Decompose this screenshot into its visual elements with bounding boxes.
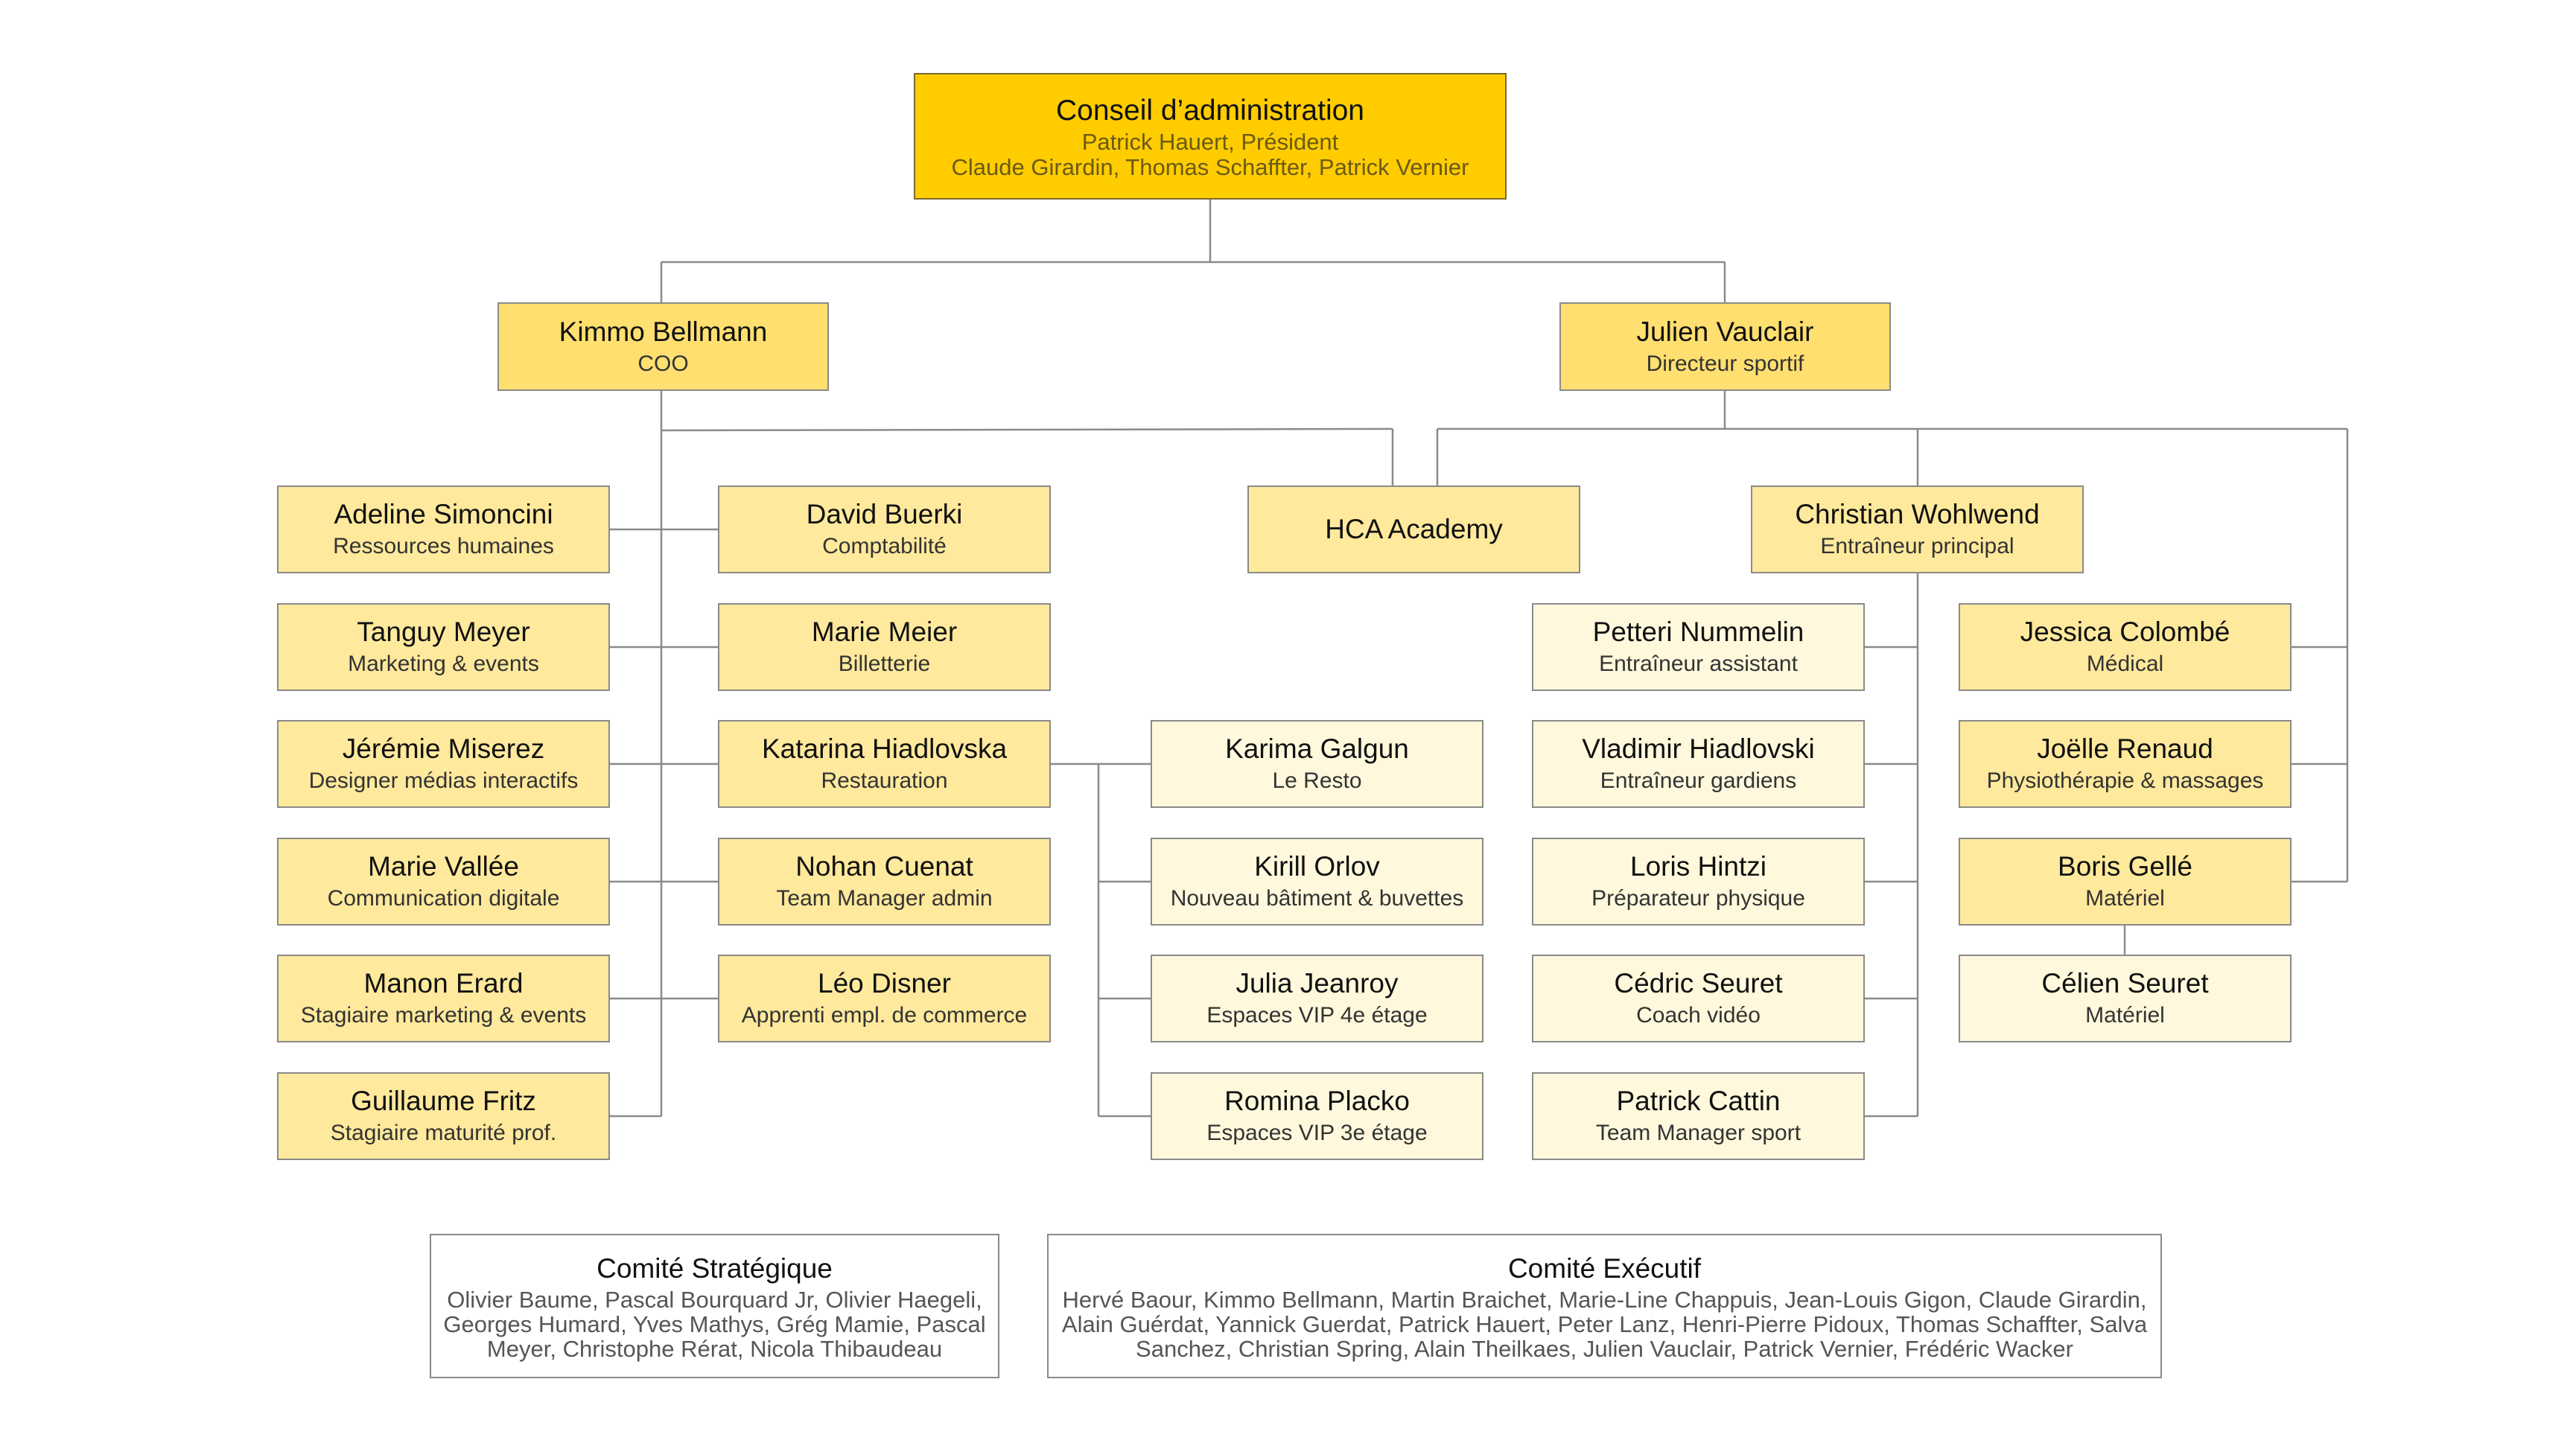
node-name: Kimmo Bellmann: [559, 316, 768, 347]
node-role: Ressources humaines: [333, 534, 554, 558]
node-role: Directeur sportif: [1646, 351, 1804, 376]
node-name: Katarina Hiadlovska: [761, 733, 1008, 764]
node-name: Comité Exécutif: [1507, 1252, 1702, 1284]
node-name: Célien Seuret: [2041, 968, 2209, 999]
node-role: Matériel: [2085, 1003, 2165, 1028]
node-name: Vladimir Hiadlovski: [1582, 733, 1815, 764]
node-role: Claude Girardin, Thomas Schaffter, Patri…: [951, 154, 1469, 180]
node-name: Boris Gellé: [2058, 851, 2192, 882]
node-role: Coach vidéo: [1636, 1003, 1761, 1028]
node-name: Manon Erard: [363, 968, 524, 999]
node-role: Team Manager admin: [776, 886, 993, 911]
node-role: Apprenti empl. de commerce: [741, 1003, 1028, 1028]
node-role: Comptabilité: [822, 534, 947, 558]
node-role: Entraîneur assistant: [1599, 652, 1798, 676]
node-name: Kirill Orlov: [1254, 851, 1380, 882]
node-name: Comité Stratégique: [597, 1252, 833, 1284]
node-name: Petteri Nummelin: [1592, 617, 1804, 647]
node-role: Stagiaire maturité prof.: [330, 1121, 557, 1145]
node-name: Patrick Cattin: [1616, 1086, 1781, 1116]
node-name: Marie Meier: [811, 617, 958, 647]
node-role: Communication digitale: [327, 886, 560, 911]
node-role: Billetterie: [838, 652, 931, 676]
node-role: Espaces VIP 3e étage: [1206, 1121, 1428, 1145]
node-role: Patrick Hauert, Président: [1081, 129, 1339, 155]
committee-members: Hervé Baour, Kimmo Bellmann, Martin Brai…: [1061, 1286, 2148, 1362]
node-role: Marketing & events: [348, 652, 539, 676]
node-name: Adeline Simoncini: [334, 499, 553, 529]
node-role: Nouveau bâtiment & buvettes: [1170, 886, 1464, 911]
node-role: Entraîneur principal: [1820, 534, 2014, 558]
node-name: Karima Galgun: [1225, 733, 1409, 764]
node-name: Léo Disner: [818, 968, 951, 999]
node-role: Physiothérapie & massages: [1986, 768, 2264, 793]
node-name: Guillaume Fritz: [351, 1086, 536, 1116]
node-role: Team Manager sport: [1595, 1121, 1801, 1145]
node-name: Cédric Seuret: [1614, 968, 1783, 999]
node-name: Jérémie Miserez: [342, 733, 545, 764]
node-role: Préparateur physique: [1591, 886, 1805, 911]
node-role: Espaces VIP 4e étage: [1206, 1003, 1428, 1028]
node-role: Designer médias interactifs: [308, 768, 579, 793]
committee-members: Olivier Baume, Pascal Bourquard Jr, Oliv…: [443, 1286, 986, 1362]
node-name: Romina Placko: [1224, 1086, 1410, 1116]
node-name: Marie Vallée: [368, 851, 519, 882]
node-name: Julia Jeanroy: [1235, 968, 1399, 999]
node-name: HCA Academy: [1325, 514, 1503, 544]
node-name: Nohan Cuenat: [795, 851, 973, 882]
node-name: David Buerki: [806, 499, 963, 529]
node-role: Restauration: [821, 768, 948, 793]
node-role: Le Resto: [1272, 768, 1362, 793]
node-name: Jessica Colombé: [2020, 617, 2230, 647]
node-role: Médical: [2086, 652, 2164, 676]
node-role: Stagiaire marketing & events: [300, 1003, 587, 1028]
node-name: Joëlle Renaud: [2037, 733, 2213, 764]
node-name: Loris Hintzi: [1630, 851, 1766, 882]
node-name: Christian Wohlwend: [1795, 499, 2040, 529]
node-name: Tanguy Meyer: [357, 617, 530, 647]
node-name: Conseil d’administration: [1055, 95, 1365, 127]
node-role: COO: [637, 351, 689, 376]
connector-line: [661, 427, 1393, 432]
node-name: Julien Vauclair: [1636, 316, 1814, 347]
node-role: Entraîneur gardiens: [1600, 768, 1797, 793]
node-academy: HCA Academy: [1247, 485, 1580, 573]
node-role: Matériel: [2085, 886, 2165, 911]
node-galgun: Karima Galgun Le Resto: [1151, 720, 1483, 808]
